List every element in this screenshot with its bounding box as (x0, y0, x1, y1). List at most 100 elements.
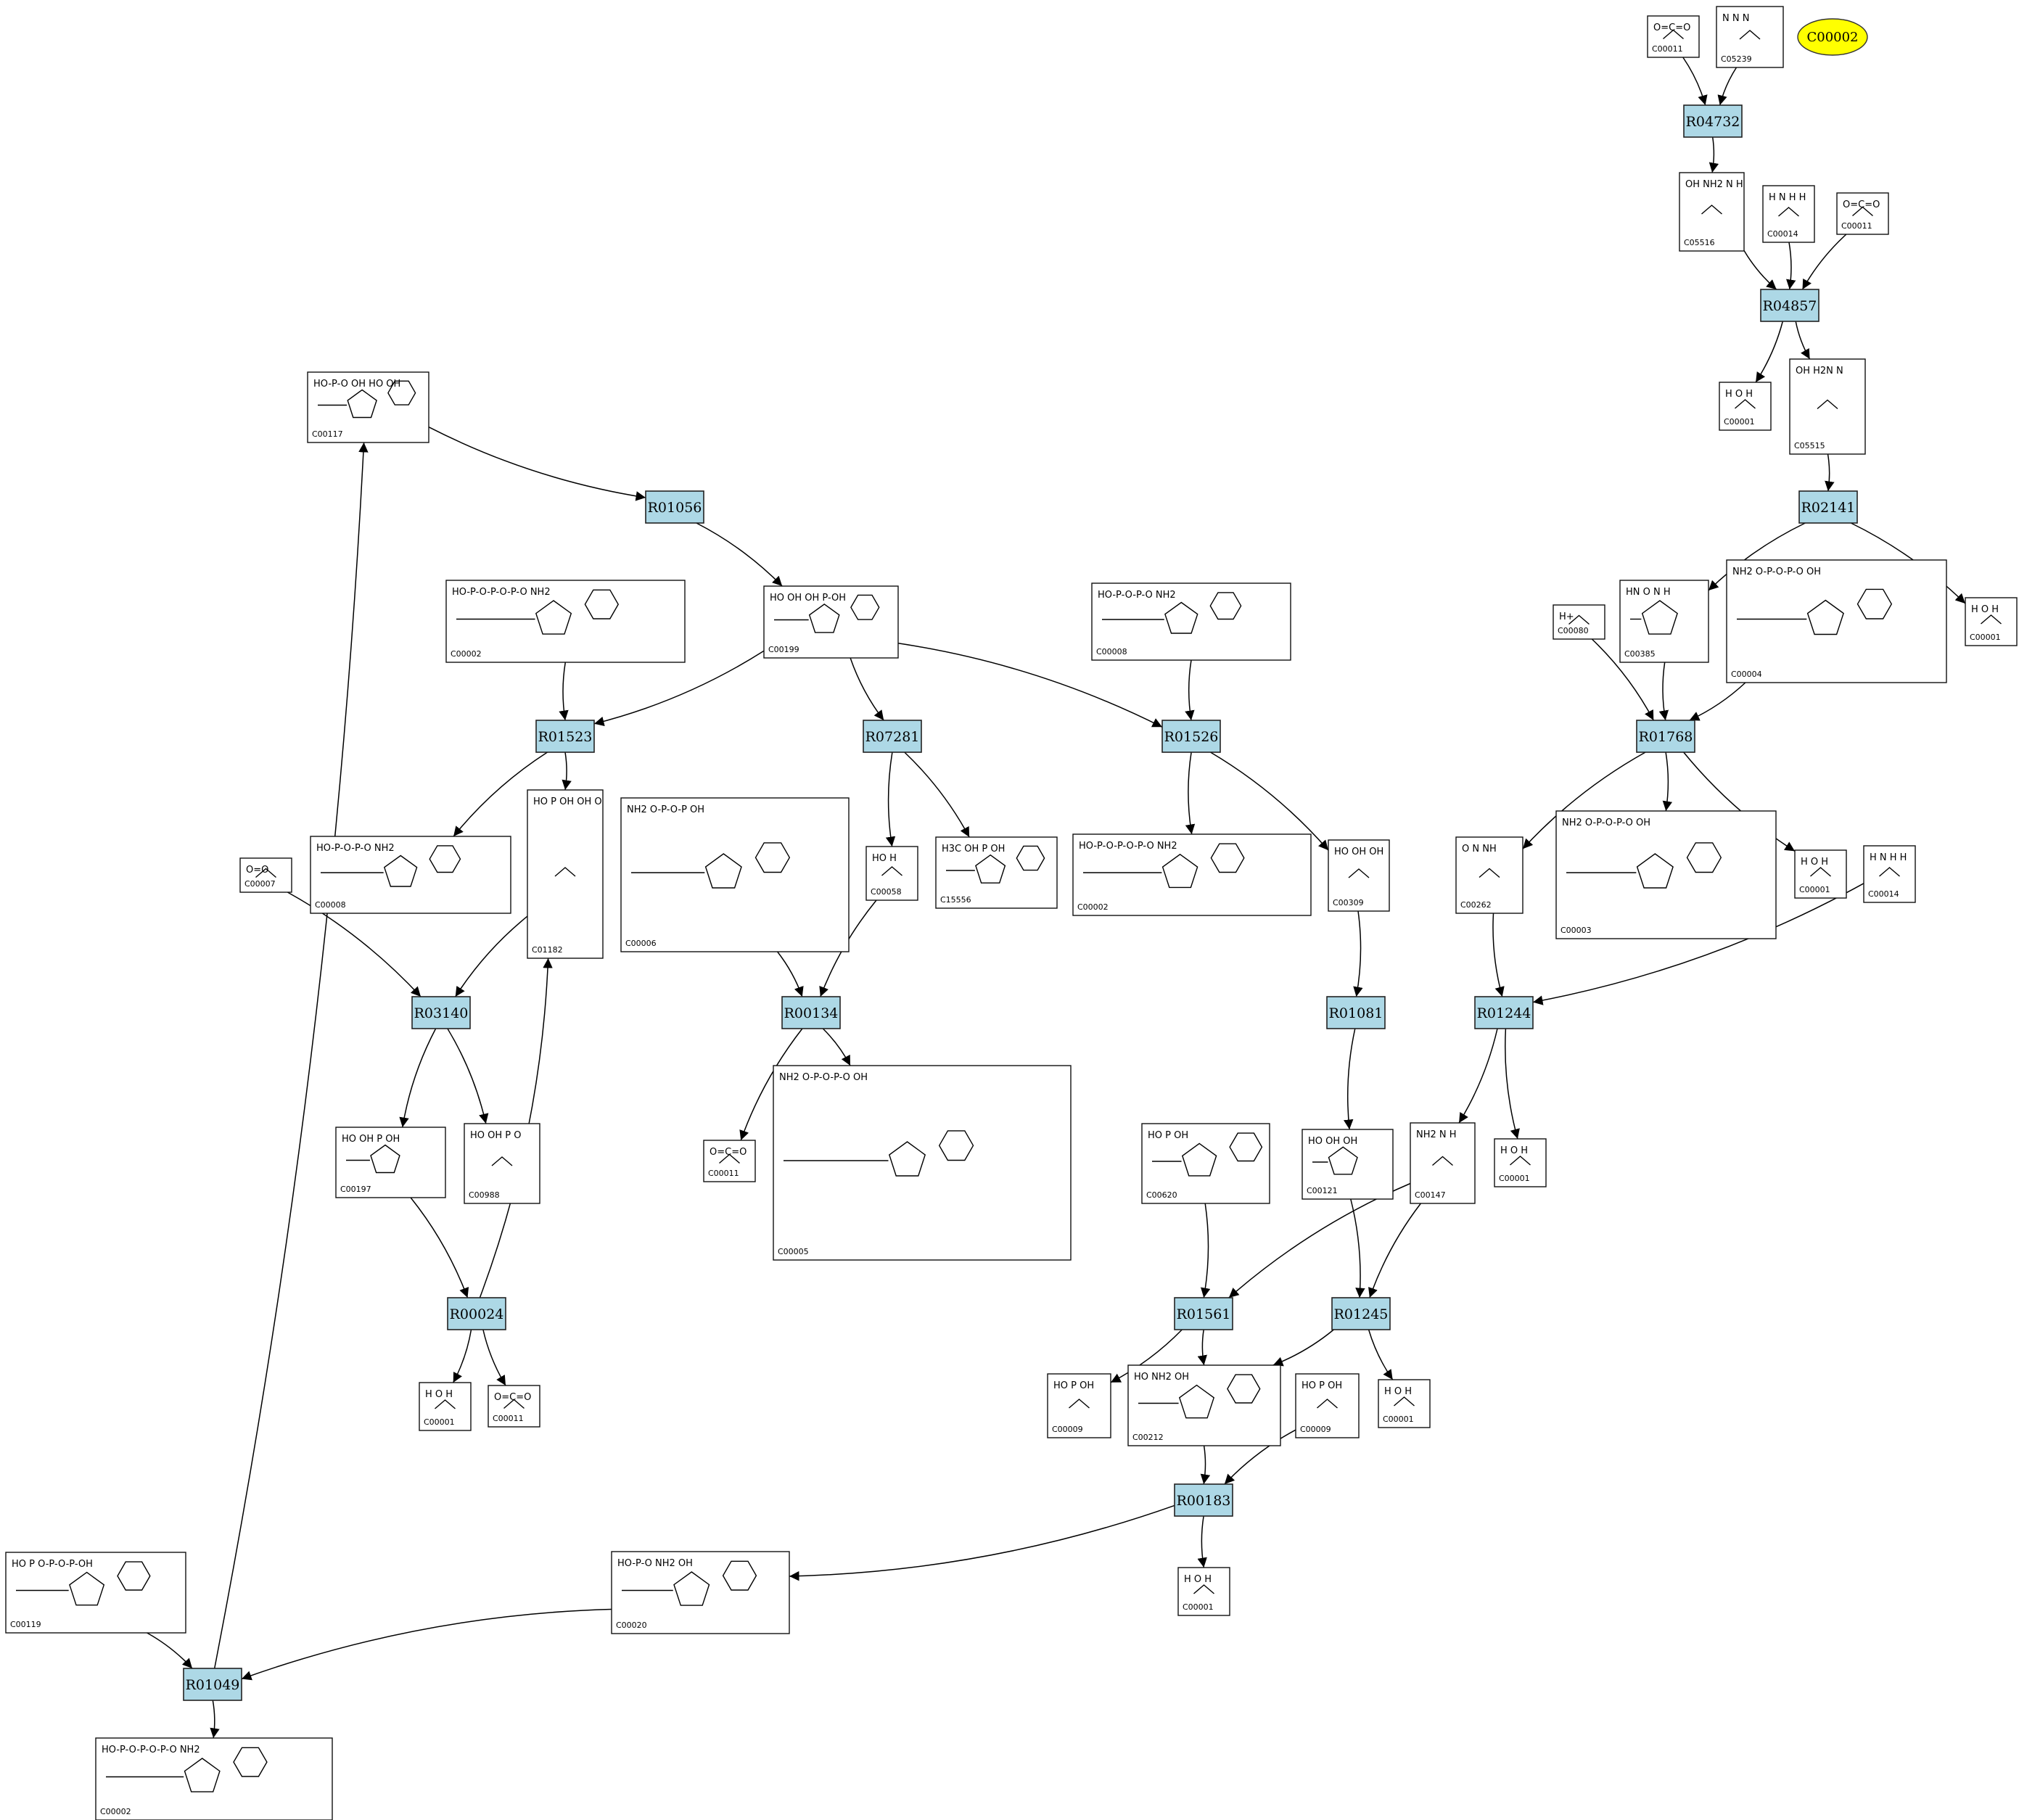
compound-box[interactable] (1177, 1567, 1230, 1616)
compound-box[interactable] (1647, 15, 1700, 58)
compound-box[interactable] (1619, 580, 1709, 663)
compound-box[interactable] (1863, 845, 1916, 903)
reaction-r01768[interactable]: R01768 (1636, 720, 1695, 753)
reaction-box[interactable] (1636, 720, 1695, 753)
reaction-r01244[interactable]: R01244 (1474, 996, 1534, 1029)
compound-box[interactable] (620, 797, 850, 952)
compound-box[interactable] (1716, 6, 1784, 68)
compound-box[interactable] (419, 1382, 472, 1431)
compound-box[interactable] (1555, 810, 1777, 939)
compound-box[interactable] (1494, 1138, 1547, 1187)
reaction-r04732[interactable]: R04732 (1683, 104, 1743, 138)
reaction-box[interactable] (1798, 490, 1858, 524)
reaction-r03140[interactable]: R03140 (411, 996, 471, 1029)
reaction-box[interactable] (411, 996, 471, 1029)
compound-box[interactable] (445, 580, 686, 663)
compound-box[interactable] (1965, 597, 2018, 646)
reaction-box[interactable] (1174, 1297, 1233, 1330)
compound-box[interactable] (335, 1127, 446, 1198)
compound-box[interactable] (1762, 185, 1815, 243)
compound-box[interactable] (95, 1737, 333, 1820)
compound-box[interactable] (703, 1140, 756, 1182)
reaction-r00134[interactable]: R00134 (781, 996, 841, 1029)
reaction-box[interactable] (447, 1297, 506, 1330)
compound-box[interactable] (307, 371, 429, 443)
reaction-box[interactable] (863, 720, 922, 753)
reaction-box[interactable] (1174, 1483, 1233, 1517)
compound-box[interactable] (1141, 1123, 1270, 1204)
reaction-r01523[interactable]: R01523 (535, 720, 595, 753)
reaction-r01081[interactable]: R01081 (1326, 996, 1386, 1029)
reaction-box[interactable] (183, 1668, 242, 1701)
reaction-box[interactable] (1331, 1297, 1391, 1330)
compound-box[interactable] (488, 1385, 540, 1428)
reaction-r00183[interactable]: R00183 (1174, 1483, 1233, 1517)
compound-box[interactable] (1553, 604, 1605, 640)
compound-box[interactable] (763, 585, 899, 659)
compound-box[interactable] (935, 836, 1058, 909)
compound-box[interactable] (310, 836, 511, 914)
compound-box[interactable] (1127, 1364, 1281, 1446)
compound-box[interactable] (1789, 358, 1866, 455)
compound-box[interactable] (239, 857, 292, 893)
compound-box[interactable] (1302, 1129, 1394, 1200)
compound-box[interactable] (1072, 833, 1312, 916)
compound-box[interactable] (1679, 172, 1745, 252)
reaction-r01056[interactable]: R01056 (645, 490, 704, 524)
reaction-r02141[interactable]: R02141 (1798, 490, 1858, 524)
reaction-box[interactable] (1474, 996, 1534, 1029)
compound-box[interactable] (1410, 1122, 1476, 1204)
reaction-r01526[interactable]: R01526 (1161, 720, 1221, 753)
reaction-box[interactable] (1760, 289, 1819, 322)
compound-box[interactable] (1091, 582, 1291, 661)
compound-box[interactable] (1455, 836, 1523, 914)
reaction-r01049[interactable]: R01049 (183, 1668, 242, 1701)
compound-box[interactable] (464, 1123, 540, 1204)
compound-box[interactable] (611, 1551, 790, 1634)
reaction-box[interactable] (1683, 104, 1743, 138)
compound-box[interactable] (1047, 1373, 1111, 1438)
reaction-r01245[interactable]: R01245 (1331, 1297, 1391, 1330)
reaction-box[interactable] (645, 490, 704, 524)
reaction-box[interactable] (781, 996, 841, 1029)
compound-box[interactable] (1295, 1373, 1360, 1438)
compound-box[interactable] (527, 789, 604, 959)
reaction-r07281[interactable]: R07281 (863, 720, 922, 753)
compound-box[interactable] (1794, 849, 1847, 899)
